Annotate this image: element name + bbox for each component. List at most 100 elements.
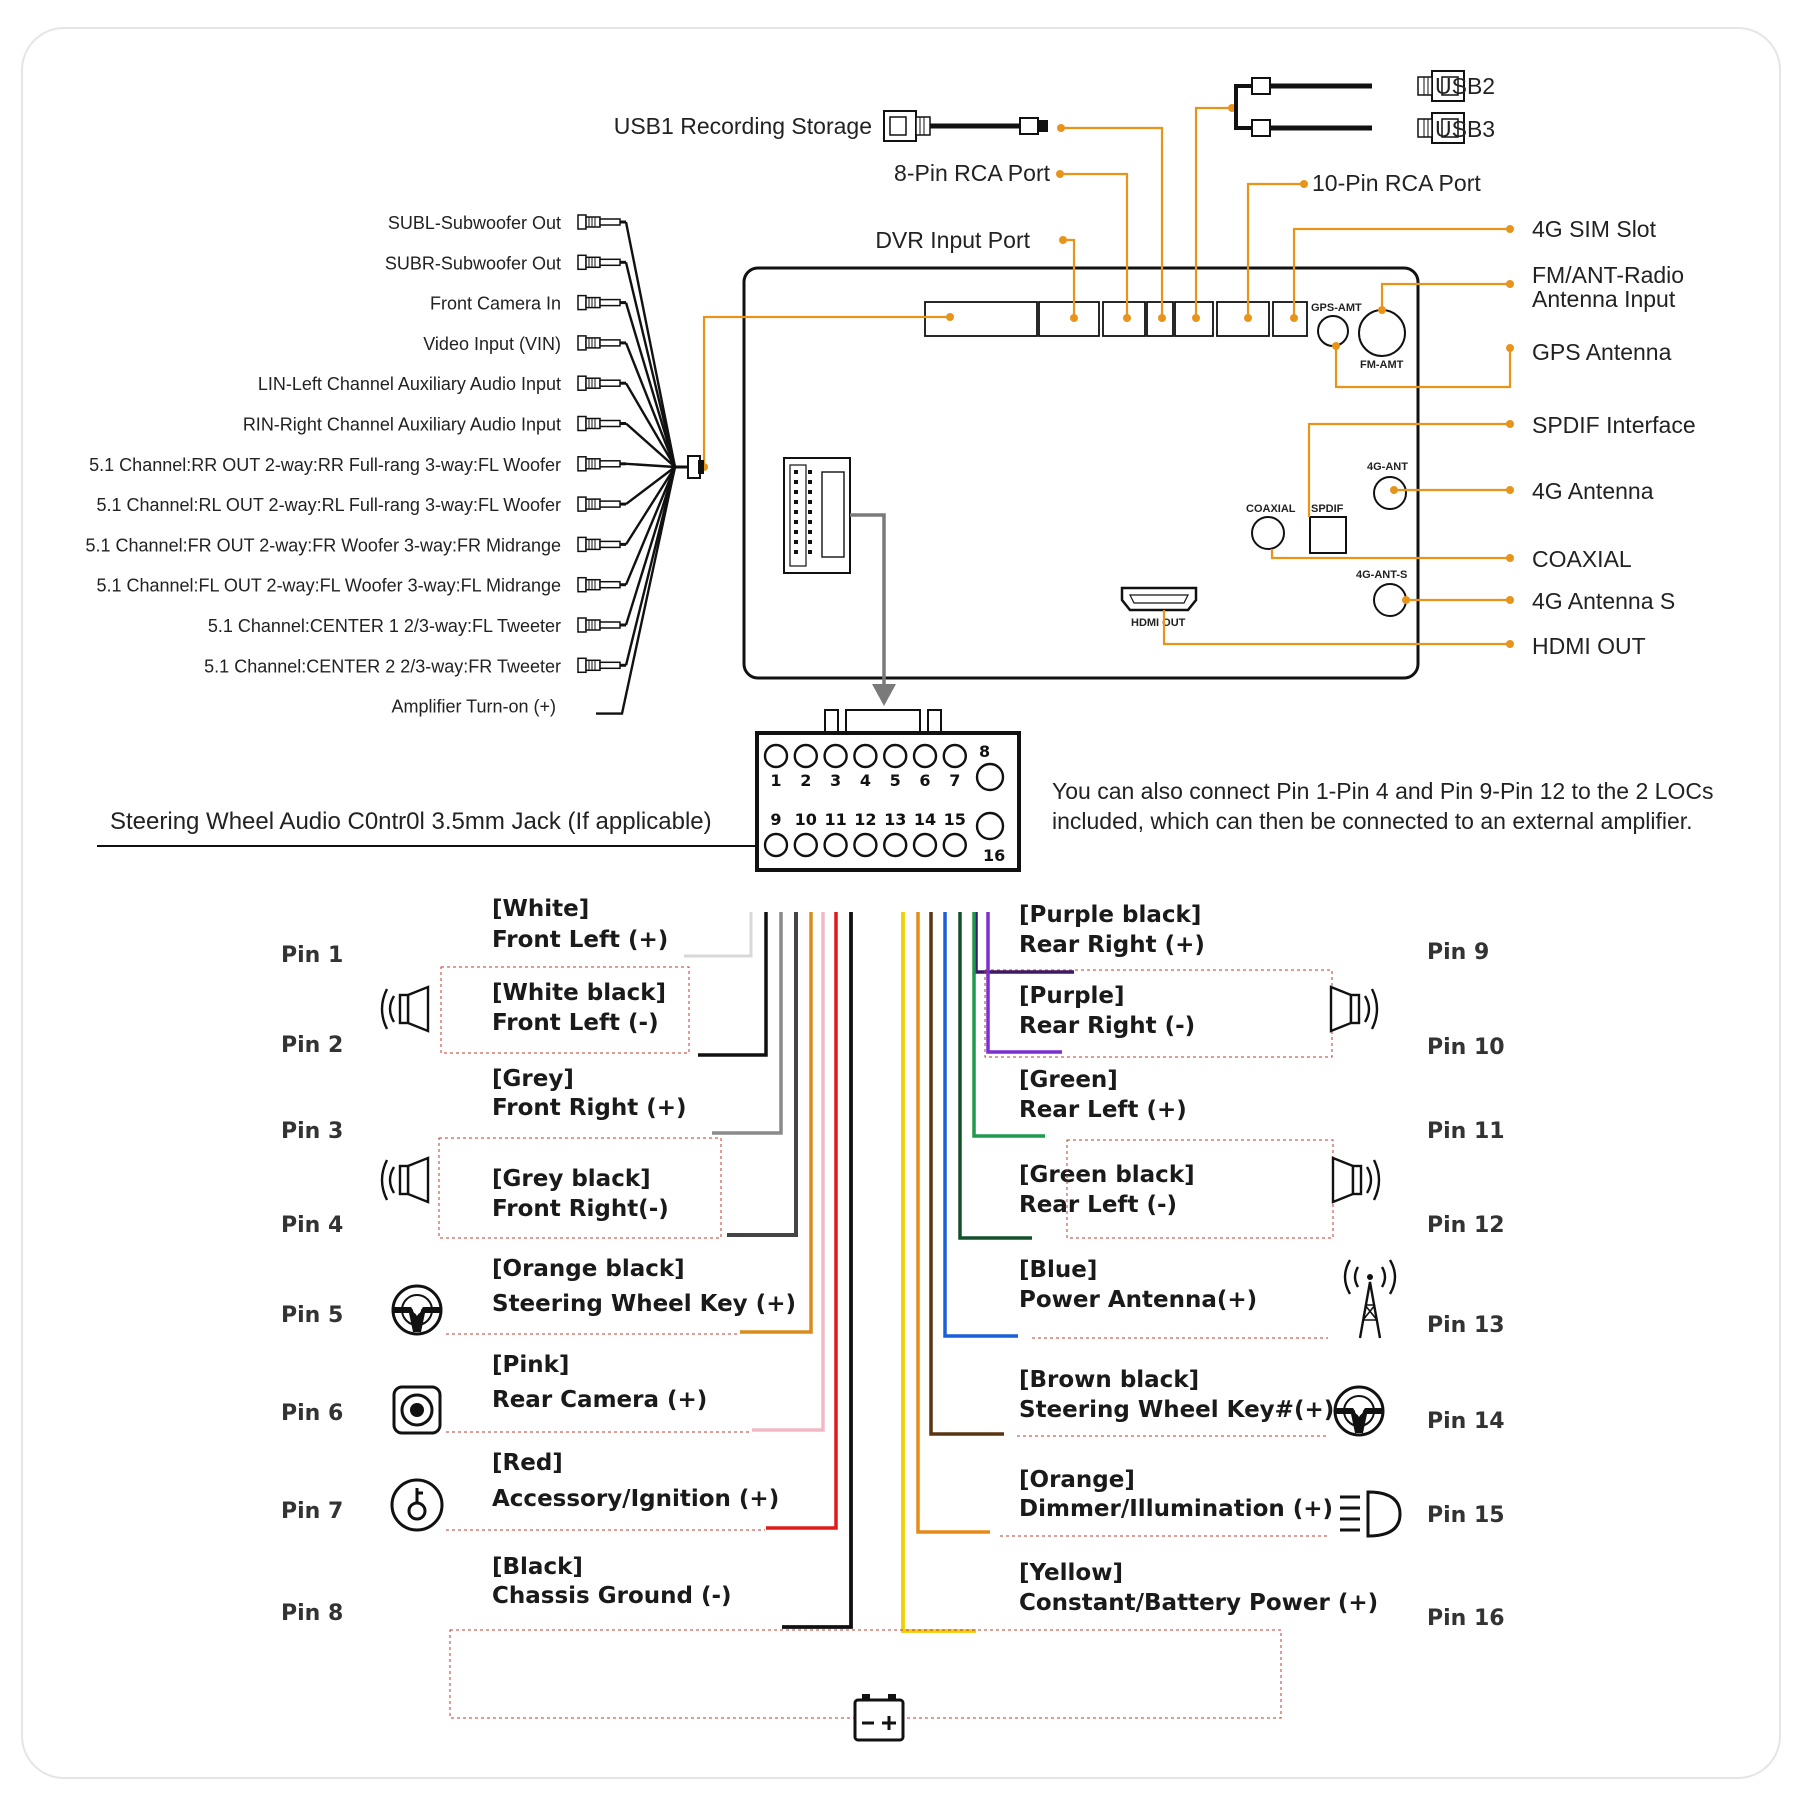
headlight-icon	[1340, 1490, 1402, 1538]
pin-number: 2	[800, 771, 811, 790]
pin-label: Pin 9	[1427, 940, 1489, 965]
pin-hole	[763, 743, 789, 769]
pin-label: Pin 5	[281, 1303, 343, 1328]
ant4g-jack	[1373, 476, 1407, 510]
pin-num-8: 8	[979, 742, 990, 761]
right-wire-14	[929, 912, 1004, 1436]
wire-function: Rear Camera (+)	[492, 1387, 707, 1413]
pin-label: Pin 10	[1427, 1035, 1505, 1060]
port-slot-a	[1102, 301, 1146, 337]
wire-spdif	[1307, 422, 1510, 517]
pin-number: 12	[854, 810, 876, 829]
left-wire-3	[712, 912, 783, 1135]
rca-output-label: RIN-Right Channel Auxiliary Audio Input	[243, 415, 561, 435]
pin-label: Pin 7	[281, 1499, 343, 1524]
steering-wheel-icon	[391, 1284, 443, 1336]
pin-hole	[793, 743, 818, 769]
wire-sim	[1292, 227, 1510, 318]
rca-output-label: 5.1 Channel:FR OUT 2-way:FR Woofer 3-way…	[86, 535, 562, 555]
pin-label: Pin 4	[281, 1213, 343, 1238]
rca-output-label: SUBR-Subwoofer Out	[385, 253, 561, 273]
right-wire-15	[916, 912, 990, 1534]
fm-label-line1: FM/ANT-Radio	[1532, 262, 1684, 288]
usb1-label: USB1 Recording Storage	[614, 113, 872, 139]
pin-number: 1	[770, 771, 781, 790]
usb2-cable	[1251, 70, 1465, 102]
left-pin-labels: Pin 1[White]Front Left (+)Pin 2[White bl…	[281, 896, 796, 1626]
pin-hole	[853, 832, 878, 858]
wire-rca8	[1060, 172, 1129, 318]
left-wire-7	[766, 912, 838, 1530]
usb3-cable	[1251, 112, 1465, 144]
wire-rca10	[1246, 182, 1304, 318]
right-wire-12	[958, 912, 1032, 1240]
wire-color-name: [Orange]	[1019, 1467, 1135, 1493]
rca-output-label: 5.1 Channel:FL OUT 2-way:FL Woofer 3-way…	[96, 576, 561, 596]
pin-num-16: 16	[983, 846, 1005, 865]
rca-output-label: 5.1 Channel:RL OUT 2-way:RL Full-rang 3-…	[96, 495, 561, 515]
left-wire-2	[698, 912, 768, 1057]
spdif-label: SPDIF Interface	[1532, 412, 1696, 438]
right-pin-labels: Pin 9[Purple black]Rear Right (+)Pin 10[…	[1019, 902, 1505, 1631]
pin-number: 4	[860, 771, 871, 790]
rca-output-label: 5.1 Channel:CENTER 1 2/3-way:FL Tweeter	[208, 616, 561, 636]
wire-color-name: [Red]	[492, 1450, 563, 1476]
wire-function: Rear Right (-)	[1019, 1013, 1195, 1039]
wire-function: Power Antenna(+)	[1019, 1287, 1257, 1313]
pin-label: Pin 12	[1427, 1213, 1505, 1238]
hdmi-port	[1120, 586, 1198, 612]
dash-box-front-right	[438, 1137, 722, 1239]
pin-hole	[942, 832, 967, 858]
head-unit-body	[742, 266, 1420, 680]
usb2-label: USB2	[1435, 73, 1495, 99]
pin-hole	[823, 832, 848, 858]
pin-number: 14	[914, 810, 936, 829]
wire-hdmi	[1162, 610, 1510, 646]
wire-function: Dimmer/Illumination (+)	[1019, 1496, 1333, 1522]
coaxial-panel-label: COAXIAL	[1246, 503, 1296, 515]
dash-box-front-left	[440, 966, 690, 1054]
wire-color-name: [Pink]	[492, 1352, 569, 1378]
harness-pins	[794, 470, 812, 554]
wire-usb23	[1194, 106, 1232, 318]
rca-output-label: Front Camera In	[430, 294, 561, 314]
pin-hole-16	[975, 811, 1005, 841]
wire-usb1	[1061, 126, 1164, 318]
wire-gps	[1334, 346, 1512, 389]
wire-function: Accessory/Ignition (+)	[492, 1486, 779, 1512]
hdmi-panel-label: HDMI OUT	[1131, 617, 1186, 629]
harness-arrow-head	[872, 684, 896, 706]
right-pin-wires	[901, 912, 1074, 1633]
pin-label: Pin 6	[281, 1401, 343, 1426]
pin-hole	[763, 832, 789, 858]
fm-label-line2: Antenna Input	[1532, 286, 1676, 312]
coaxial-jack	[1251, 516, 1285, 550]
wire-rca-bundle	[702, 315, 950, 467]
spdif-jack	[1309, 516, 1347, 554]
pin-number: 13	[884, 810, 906, 829]
rca-output-label: 5.1 Channel:RR OUT 2-way:RR Full-rang 3-…	[89, 455, 561, 475]
pin-number: 15	[944, 810, 966, 829]
pin-number: 5	[890, 771, 901, 790]
right-wire-10	[986, 912, 1062, 1054]
left-wire-6	[752, 912, 825, 1432]
wire-color-name: [Black]	[492, 1554, 583, 1580]
sim-port-slot	[1272, 301, 1308, 337]
pin-label: Pin 2	[281, 1033, 343, 1058]
wire-color-name: [Yellow]	[1019, 1560, 1123, 1586]
wire-color-name: [Orange black]	[492, 1256, 685, 1282]
rca10-port-slot	[1216, 301, 1270, 337]
4g-antenna-s-label: 4G Antenna S	[1532, 588, 1675, 614]
fm-jack	[1358, 309, 1406, 357]
steering-wheel-icon-2	[1333, 1385, 1385, 1437]
pin-number: 10	[795, 810, 817, 829]
left-wire-1	[684, 912, 753, 958]
wire-function: Front Right (+)	[492, 1095, 687, 1121]
pin-hole	[883, 743, 908, 769]
rca-output-label: Video Input (VIN)	[423, 334, 561, 354]
fm-amt-label: FM-AMT	[1360, 359, 1404, 371]
usb1-cable	[883, 110, 1048, 142]
right-wire-13	[943, 912, 1018, 1338]
rca-output-label: 5.1 Channel:CENTER 2 2/3-way:FR Tweeter	[204, 656, 561, 676]
